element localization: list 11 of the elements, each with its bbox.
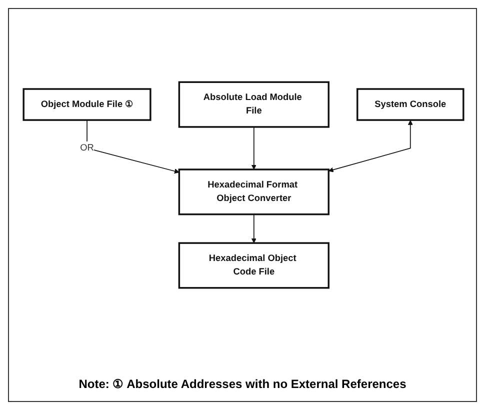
node-box: Object Module File ① [22,88,152,121]
node-box: System Console [356,88,464,121]
node-box: Hexadecimal Object Code File [178,242,330,289]
node-box: Hexadecimal Format Object Converter [178,168,330,216]
arrow [251,126,256,170]
node-box: Absolute Load Module File [178,81,330,128]
arrow [86,120,180,174]
arrow [251,214,256,244]
note-text: Note: ① Absolute Addresses with no External References [78,377,408,391]
arrow [328,120,413,172]
edge-label: OR [80,143,94,153]
